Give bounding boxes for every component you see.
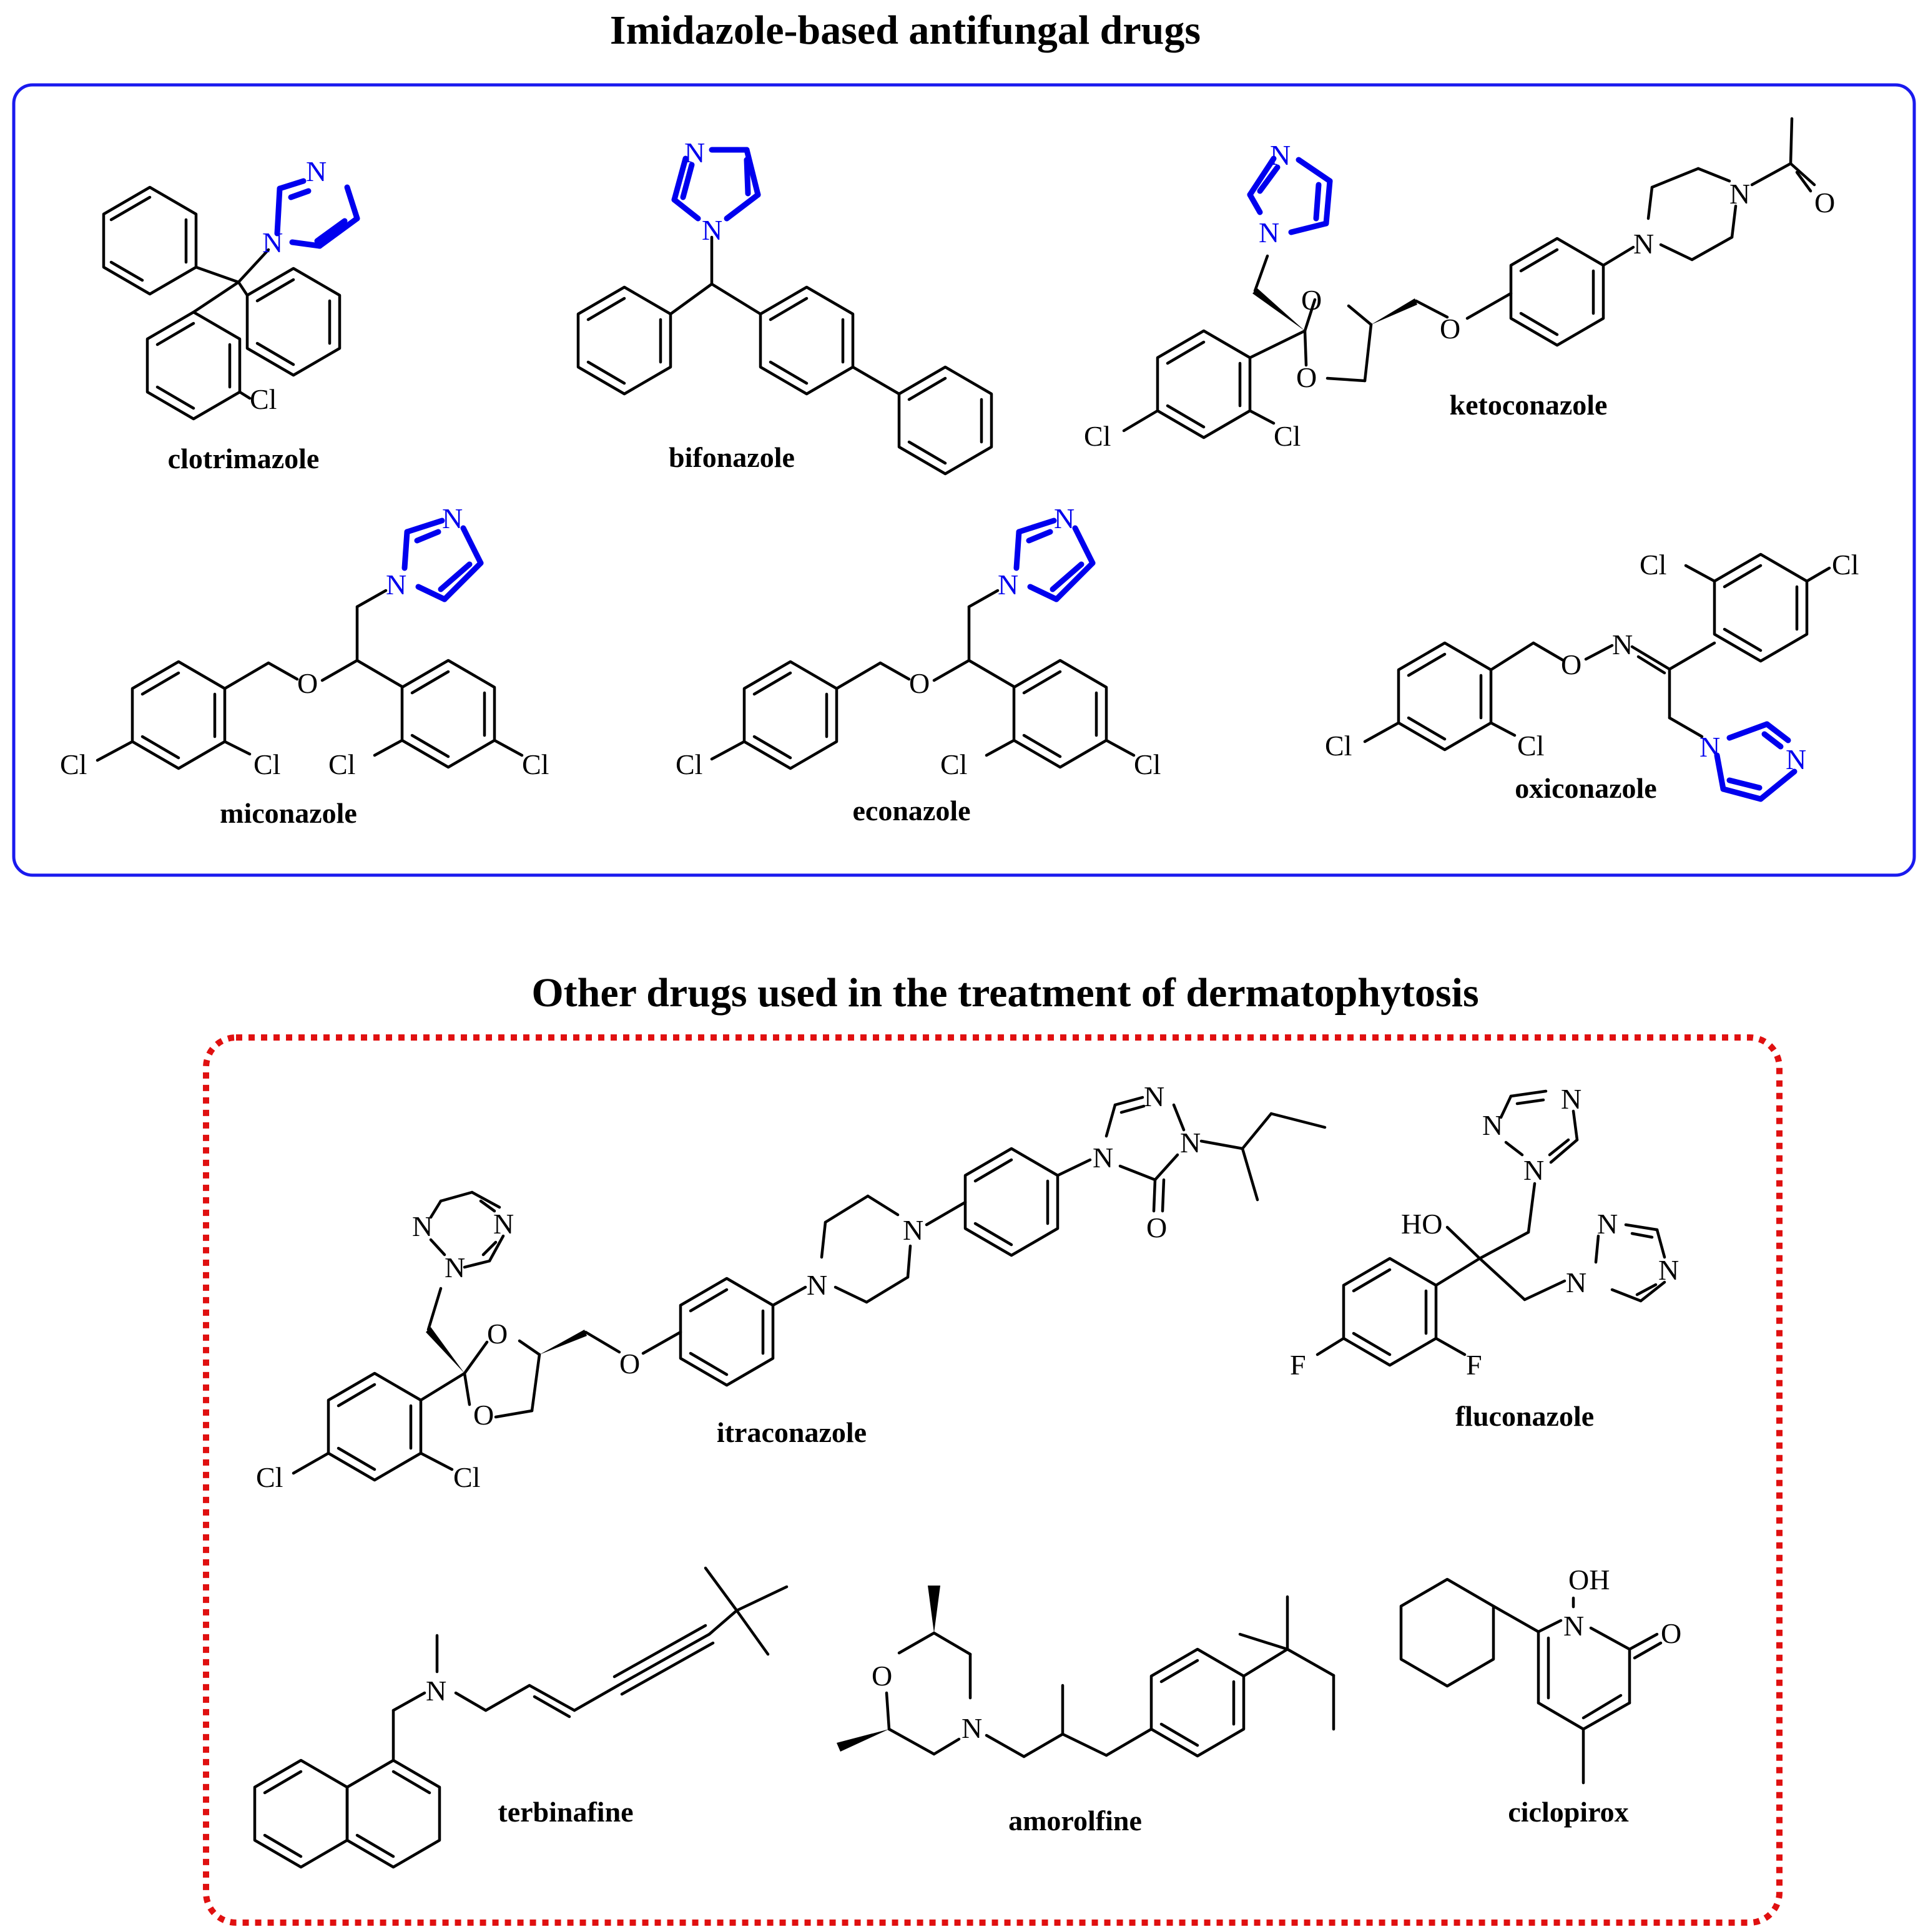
atom-label-n: N — [1180, 1127, 1201, 1159]
atom-label-n: N — [1597, 1208, 1618, 1240]
atom-label-cl: Cl — [256, 1461, 283, 1493]
atom-label-n: N — [1612, 629, 1633, 660]
atom-label-n: N — [1561, 1083, 1581, 1115]
atom-label-o: O — [619, 1348, 640, 1380]
atom-label-cl: Cl — [1134, 748, 1161, 780]
drug-name-fluconazole: fluconazole — [1455, 1400, 1594, 1432]
atom-label-n: N — [903, 1214, 923, 1246]
atom-label-f: F — [1466, 1349, 1482, 1381]
atom-label-n: N — [962, 1712, 982, 1744]
atom-label-n: N — [1786, 743, 1806, 775]
atom-label-cl: Cl — [1084, 420, 1111, 452]
atom-label-n: N — [1566, 1267, 1586, 1298]
atom-label-o: O — [1146, 1212, 1167, 1243]
drug-name-ciclopirox: ciclopirox — [1508, 1796, 1628, 1828]
atom-label-oh: OH — [1568, 1564, 1610, 1596]
atom-label-n: N — [426, 1675, 446, 1707]
atom-label-o: O — [1561, 649, 1581, 680]
drug-name-terbinafine: terbinafine — [498, 1796, 633, 1828]
drug-name-oxiconazole: oxiconazole — [1515, 772, 1656, 804]
atom-label-n: N — [1270, 139, 1291, 171]
atom-label-n: N — [1144, 1081, 1164, 1112]
atom-label-cl: Cl — [453, 1461, 480, 1493]
atom-label-n: N — [386, 569, 406, 601]
atom-label-n: N — [1563, 1610, 1584, 1642]
atom-label-n: N — [262, 227, 283, 258]
bifonazole-structure: N N — [576, 137, 993, 476]
atom-label-o: O — [872, 1660, 892, 1692]
ketoconazole-structure: Cl Cl O O O N N — [1084, 117, 1835, 452]
atom-label-ho: HO — [1401, 1208, 1442, 1240]
atom-label-cl: Cl — [1274, 420, 1301, 452]
atom-label-o: O — [473, 1399, 494, 1431]
drug-name-amorolfine: amorolfine — [1008, 1805, 1142, 1836]
atom-label-o: O — [1296, 361, 1317, 393]
atom-label-n: N — [1259, 217, 1279, 248]
atom-label-cl: Cl — [60, 748, 87, 780]
atom-label-cl: Cl — [253, 748, 280, 780]
atom-label-o: O — [1440, 313, 1460, 345]
bottom-section-title: Other drugs used in the treatment of der… — [531, 970, 1478, 1016]
atom-label-n: N — [1054, 503, 1075, 534]
atom-label-cl: Cl — [328, 748, 355, 780]
atom-label-cl: Cl — [250, 383, 277, 415]
atom-label-n: N — [306, 155, 327, 187]
atom-label-o: O — [487, 1318, 508, 1350]
atom-label-n: N — [1482, 1109, 1503, 1141]
itraconazole-structure: Cl Cl O O O N N N — [256, 1081, 1327, 1493]
atom-label-cl: Cl — [1517, 730, 1544, 762]
atom-label-n: N — [412, 1210, 433, 1242]
econazole-structure: Cl O Cl Cl N N — [676, 503, 1161, 780]
top-section-title: Imidazole-based antifungal drugs — [610, 7, 1201, 53]
bottom-section-frame — [203, 1034, 1783, 1926]
atom-label-cl: Cl — [1832, 549, 1859, 581]
atom-label-n: N — [1699, 731, 1720, 763]
atom-label-o: O — [1814, 187, 1835, 218]
atom-label-n: N — [1658, 1254, 1679, 1286]
amorolfine-structure: O N — [837, 1586, 1335, 1758]
atom-label-n: N — [684, 137, 705, 169]
atom-label-n: N — [807, 1269, 827, 1301]
atom-label-n: N — [493, 1208, 514, 1240]
fluconazole-structure: F F HO N N N N N N — [1290, 1083, 1679, 1381]
atom-label-cl: Cl — [676, 748, 702, 780]
atom-label-n: N — [1633, 228, 1654, 260]
atom-label-o: O — [909, 667, 930, 699]
atom-label-o: O — [297, 667, 318, 699]
atom-label-n: N — [445, 1252, 465, 1283]
oxiconazole-structure: Cl Cl O N Cl Cl N N — [1325, 549, 1859, 802]
top-section-frame — [12, 83, 1916, 877]
drug-name-ketoconazole: ketoconazole — [1450, 389, 1608, 421]
ciclopirox-structure: N OH O — [1399, 1564, 1681, 1785]
atom-label-cl: Cl — [522, 748, 549, 780]
terbinafine-structure: N — [253, 1566, 789, 1869]
miconazole-structure: Cl Cl O Cl Cl N N — [60, 503, 549, 780]
atom-label-n: N — [442, 503, 463, 534]
drug-name-miconazole: miconazole — [220, 797, 357, 829]
atom-label-n: N — [1729, 178, 1750, 210]
atom-label-n: N — [702, 214, 722, 246]
drug-name-clotrimazole: clotrimazole — [168, 443, 320, 474]
atom-label-cl: Cl — [1640, 549, 1666, 581]
clotrimazole-structure: Cl N N — [102, 155, 360, 421]
atom-label-cl: Cl — [940, 748, 967, 780]
atom-label-n: N — [1093, 1142, 1113, 1174]
atom-label-o: O — [1661, 1617, 1681, 1649]
drug-name-bifonazole: bifonazole — [669, 441, 795, 473]
atom-label-n: N — [1523, 1154, 1544, 1186]
atom-label-cl: Cl — [1325, 730, 1352, 762]
atom-label-f: F — [1290, 1349, 1306, 1381]
atom-label-o: O — [1301, 284, 1322, 316]
drug-name-econazole: econazole — [852, 795, 970, 826]
atom-label-n: N — [998, 569, 1018, 601]
drug-name-itraconazole: itraconazole — [717, 1416, 867, 1448]
